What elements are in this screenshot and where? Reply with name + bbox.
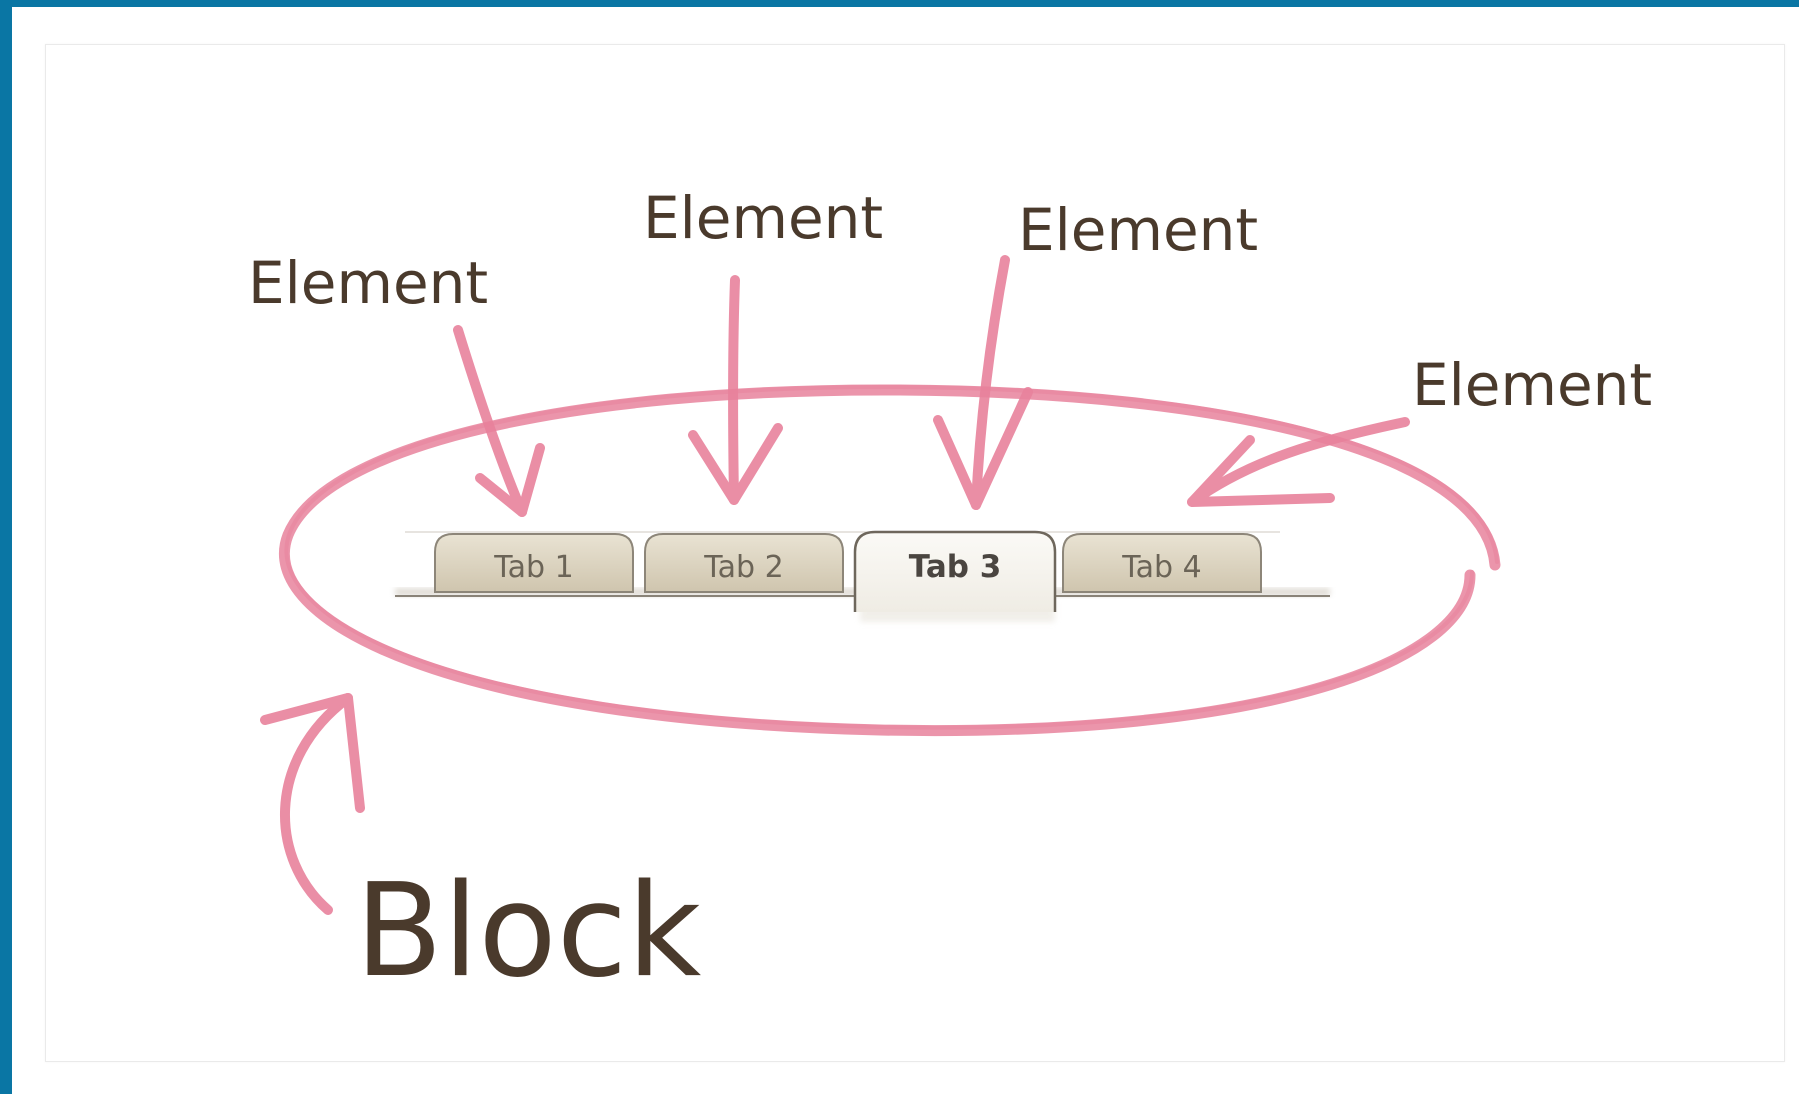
left-frame-border bbox=[0, 0, 12, 1094]
arrow-element-4 bbox=[1187, 417, 1410, 507]
tab-3-label: Tab 3 bbox=[909, 549, 1002, 585]
tab-1-label: Tab 1 bbox=[493, 550, 573, 585]
element-label-3: Element bbox=[1018, 196, 1258, 264]
arrow-element-1 bbox=[453, 325, 545, 517]
tab-2-label: Tab 2 bbox=[703, 550, 783, 585]
arrow-block bbox=[260, 693, 365, 915]
top-frame-border bbox=[0, 0, 1799, 7]
element-label-4: Element bbox=[1412, 351, 1652, 419]
tab-3-active[interactable]: Tab 3 bbox=[853, 530, 1057, 622]
arrow-element-2 bbox=[688, 275, 783, 505]
element-label-1: Element bbox=[248, 249, 488, 317]
element-label-2: Element bbox=[643, 184, 883, 252]
block-ellipse bbox=[278, 384, 1501, 737]
block-label: Block bbox=[355, 857, 701, 1006]
tab-4[interactable]: Tab 4 bbox=[1062, 533, 1262, 593]
tab-2[interactable]: Tab 2 bbox=[644, 533, 844, 593]
tab-1[interactable]: Tab 1 bbox=[434, 533, 634, 593]
arrow-element-3 bbox=[933, 255, 1033, 510]
tab-4-label: Tab 4 bbox=[1121, 550, 1201, 585]
